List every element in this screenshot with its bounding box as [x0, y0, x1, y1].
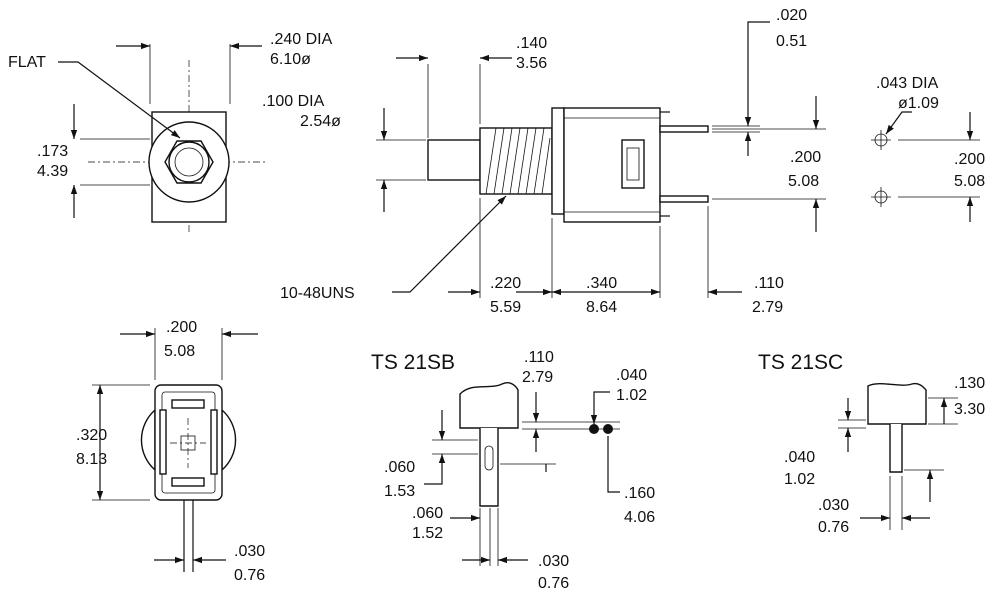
dim-200a-in: .200 [790, 149, 821, 166]
bottom-view [92, 328, 258, 572]
dim-030c-in: .030 [818, 497, 849, 514]
dim-160-in: .160 [624, 485, 655, 502]
side-view [376, 21, 826, 298]
dim-040b-in: .040 [784, 449, 815, 466]
dim-220-in: .220 [490, 275, 521, 292]
dim-110b-mm: 2.79 [522, 369, 553, 386]
dim-130-mm: 3.30 [954, 401, 985, 418]
dim-100-mm: 2.54ø [300, 113, 341, 130]
dim-100-in: .100 DIA [262, 93, 325, 110]
dim-040b-mm: 1.02 [784, 471, 815, 488]
dim-140-mm: 3.56 [516, 55, 547, 72]
dim-030a-in: .030 [234, 543, 265, 560]
hole-layout [871, 111, 980, 222]
dim-020-in: .020 [776, 7, 807, 24]
dim-040a-in: .040 [616, 367, 647, 384]
dim-030b-in: .030 [538, 553, 569, 570]
text-labels: FLAT 10-48UNS TS 21SB TS 21SC .240 DIA 6… [8, 7, 985, 592]
dim-060a-mm: 1.53 [384, 483, 415, 500]
dim-173-mm: 4.39 [37, 163, 68, 180]
dim-060a-in: .060 [384, 459, 415, 476]
dim-200b-mm: 5.08 [954, 173, 985, 190]
front-view [58, 42, 268, 232]
dim-240-mm: 6.10ø [270, 51, 311, 68]
dim-043-mm: ø1.09 [898, 95, 939, 112]
dim-340-in: .340 [586, 275, 617, 292]
thread-lines [485, 127, 551, 195]
dim-220-mm: 5.59 [490, 299, 521, 316]
dim-110a-in: .110 [754, 275, 784, 292]
dim-340-mm: 8.64 [586, 299, 617, 316]
ts21sc-title: TS 21SC [758, 351, 843, 374]
dim-130-in: .130 [954, 375, 985, 392]
ts21sb-detail [424, 381, 620, 566]
dim-043-in: .043 DIA [876, 75, 939, 92]
dim-160-mm: 4.06 [624, 509, 655, 526]
dim-200c-in: .200 [166, 319, 197, 336]
dim-030a-mm: 0.76 [234, 567, 265, 584]
dim-240-in: .240 DIA [270, 31, 333, 48]
dim-200c-mm: 5.08 [164, 343, 195, 360]
dim-320-in: .320 [76, 427, 107, 444]
dim-030b-mm: 0.76 [538, 575, 569, 592]
dim-173-in: .173 [37, 143, 68, 160]
dim-060b-in: .060 [412, 505, 443, 522]
dim-110a-mm: 2.79 [752, 299, 783, 316]
dim-040a-mm: 1.02 [616, 387, 647, 404]
dim-320-mm: 8.13 [76, 451, 107, 468]
dim-060b-mm: 1.52 [412, 525, 443, 542]
ts21sc-detail [838, 382, 958, 530]
dim-200a-mm: 5.08 [788, 173, 819, 190]
dim-200b-in: .200 [954, 151, 985, 168]
flat-label: FLAT [8, 54, 46, 71]
dim-030c-mm: 0.76 [818, 519, 849, 536]
dim-140-in: .140 [516, 35, 547, 52]
thread-label: 10-48UNS [280, 285, 355, 302]
dim-020-mm: 0.51 [776, 33, 807, 50]
dim-110b-in: .110 [524, 349, 554, 366]
ts21sb-title: TS 21SB [371, 351, 455, 374]
